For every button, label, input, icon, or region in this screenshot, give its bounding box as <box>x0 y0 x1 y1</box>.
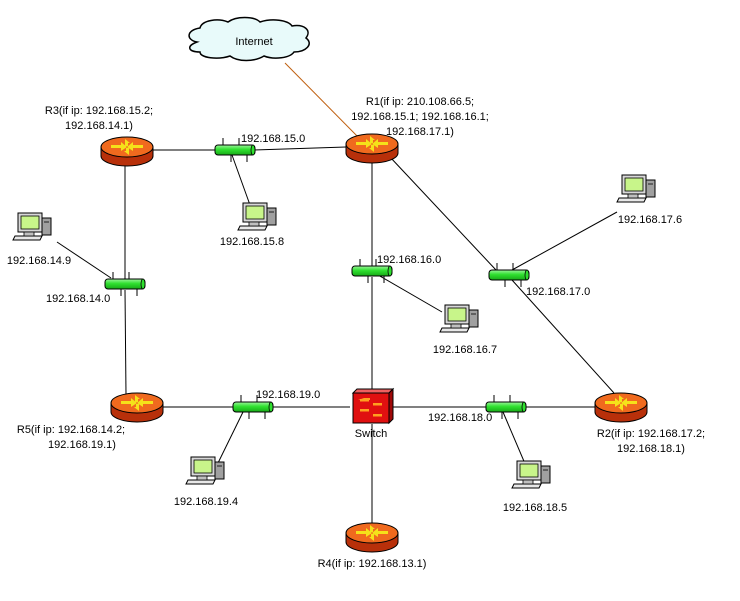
router-icon <box>594 392 648 423</box>
computer-icon <box>185 456 225 485</box>
router-r5-label: R5(if ip: 192.168.14.2; 192.168.19.1) <box>17 424 125 451</box>
host-192-168-17-6[interactable]: 192.168.17.6 <box>616 174 682 226</box>
router-label-line: R2(if ip: 192.168.17.2; <box>597 428 705 440</box>
hub-192-168-14-0[interactable]: 192.168.14.0 <box>46 271 146 305</box>
link-hub14-r5 <box>124 289 127 396</box>
router-r2[interactable] <box>594 392 648 423</box>
link-hub16-host <box>377 274 443 313</box>
host-label: 192.168.19.4 <box>174 496 238 508</box>
router-label-line: R3(if ip: 192.168.15.2; <box>45 105 153 117</box>
link-hub15-host <box>231 154 251 206</box>
links <box>56 62 618 525</box>
host-label: 192.168.14.9 <box>7 255 71 267</box>
host-192-168-19-4[interactable]: 192.168.19.4 <box>174 456 238 508</box>
computer-icon <box>237 202 277 231</box>
router-r1-label: R1(if ip: 210.108.66.5; 192.168.15.1; 19… <box>351 96 489 138</box>
router-r1[interactable] <box>345 133 399 164</box>
hub-192-168-17-0[interactable]: 192.168.17.0 <box>488 262 590 298</box>
link-hub18-host <box>502 411 527 467</box>
host-192-168-16-7[interactable]: 192.168.16.7 <box>433 304 497 356</box>
link-hub17-r2 <box>511 279 615 394</box>
router-icon <box>345 522 399 553</box>
link-hub15-r1 <box>253 146 347 151</box>
router-label-line: 192.168.19.1) <box>48 439 116 451</box>
switch[interactable]: Switch <box>351 387 395 440</box>
internet-cloud[interactable]: Internet <box>188 16 310 62</box>
router-icon <box>100 136 154 167</box>
hub-192-168-16-0[interactable]: 192.168.16.0 <box>351 254 441 284</box>
host-label: 192.168.18.5 <box>503 502 567 514</box>
router-label-line: 192.168.17.1) <box>386 126 454 138</box>
hub-label: 192.168.17.0 <box>526 286 590 298</box>
hub-192-168-19-0[interactable]: 192.168.19.0 <box>232 389 320 420</box>
hub-label: 192.168.14.0 <box>46 293 110 305</box>
router-r4-label: R4(if ip: 192.168.13.1) <box>318 558 427 570</box>
host-192-168-18-5[interactable]: 192.168.18.5 <box>503 460 567 514</box>
router-label-line: 192.168.15.1; 192.168.16.1; <box>351 111 489 123</box>
host-label: 192.168.16.7 <box>433 344 497 356</box>
link-hub19-host <box>217 411 244 464</box>
link-r1-hub17 <box>389 156 497 271</box>
computer-icon <box>616 174 656 203</box>
router-label-line: 192.168.14.1) <box>65 120 133 132</box>
host-192-168-15-8[interactable]: 192.168.15.8 <box>220 202 284 248</box>
hub-192-168-18-0[interactable]: 192.168.18.0 <box>428 394 527 424</box>
cloud-label: Internet <box>235 36 272 48</box>
link-hub17-host <box>511 211 618 271</box>
hub-icon <box>488 262 530 288</box>
router-label-line: R1(if ip: 210.108.66.5; <box>366 96 474 108</box>
hub-label: 192.168.19.0 <box>256 389 320 401</box>
hub-label: 192.168.16.0 <box>377 254 441 266</box>
router-icon <box>110 392 164 423</box>
switch-icon <box>351 387 395 425</box>
router-icon <box>345 133 399 164</box>
computer-icon <box>439 304 479 333</box>
switch-label: Switch <box>355 428 387 440</box>
router-r3-label: R3(if ip: 192.168.15.2; 192.168.14.1) <box>45 105 153 132</box>
computer-icon <box>12 212 52 241</box>
router-label-line: R5(if ip: 192.168.14.2; <box>17 424 125 436</box>
hub-192-168-15-0[interactable]: 192.168.15.0 <box>214 133 305 163</box>
hub-label: 192.168.15.0 <box>241 133 305 145</box>
router-label-line: 192.168.18.1) <box>617 443 685 455</box>
computer-icon <box>511 460 551 489</box>
router-r3[interactable] <box>100 136 154 167</box>
router-r2-label: R2(if ip: 192.168.17.2; 192.168.18.1) <box>597 428 705 455</box>
host-label: 192.168.15.8 <box>220 236 284 248</box>
hub-label: 192.168.18.0 <box>428 412 492 424</box>
router-r4[interactable] <box>345 522 399 553</box>
router-r5[interactable] <box>110 392 164 423</box>
link-internet-r1 <box>284 62 362 141</box>
cloud-icon <box>188 16 310 62</box>
host-label: 192.168.17.6 <box>618 214 682 226</box>
link-hub14-host <box>56 241 112 279</box>
host-192-168-14-9[interactable]: 192.168.14.9 <box>7 212 71 267</box>
